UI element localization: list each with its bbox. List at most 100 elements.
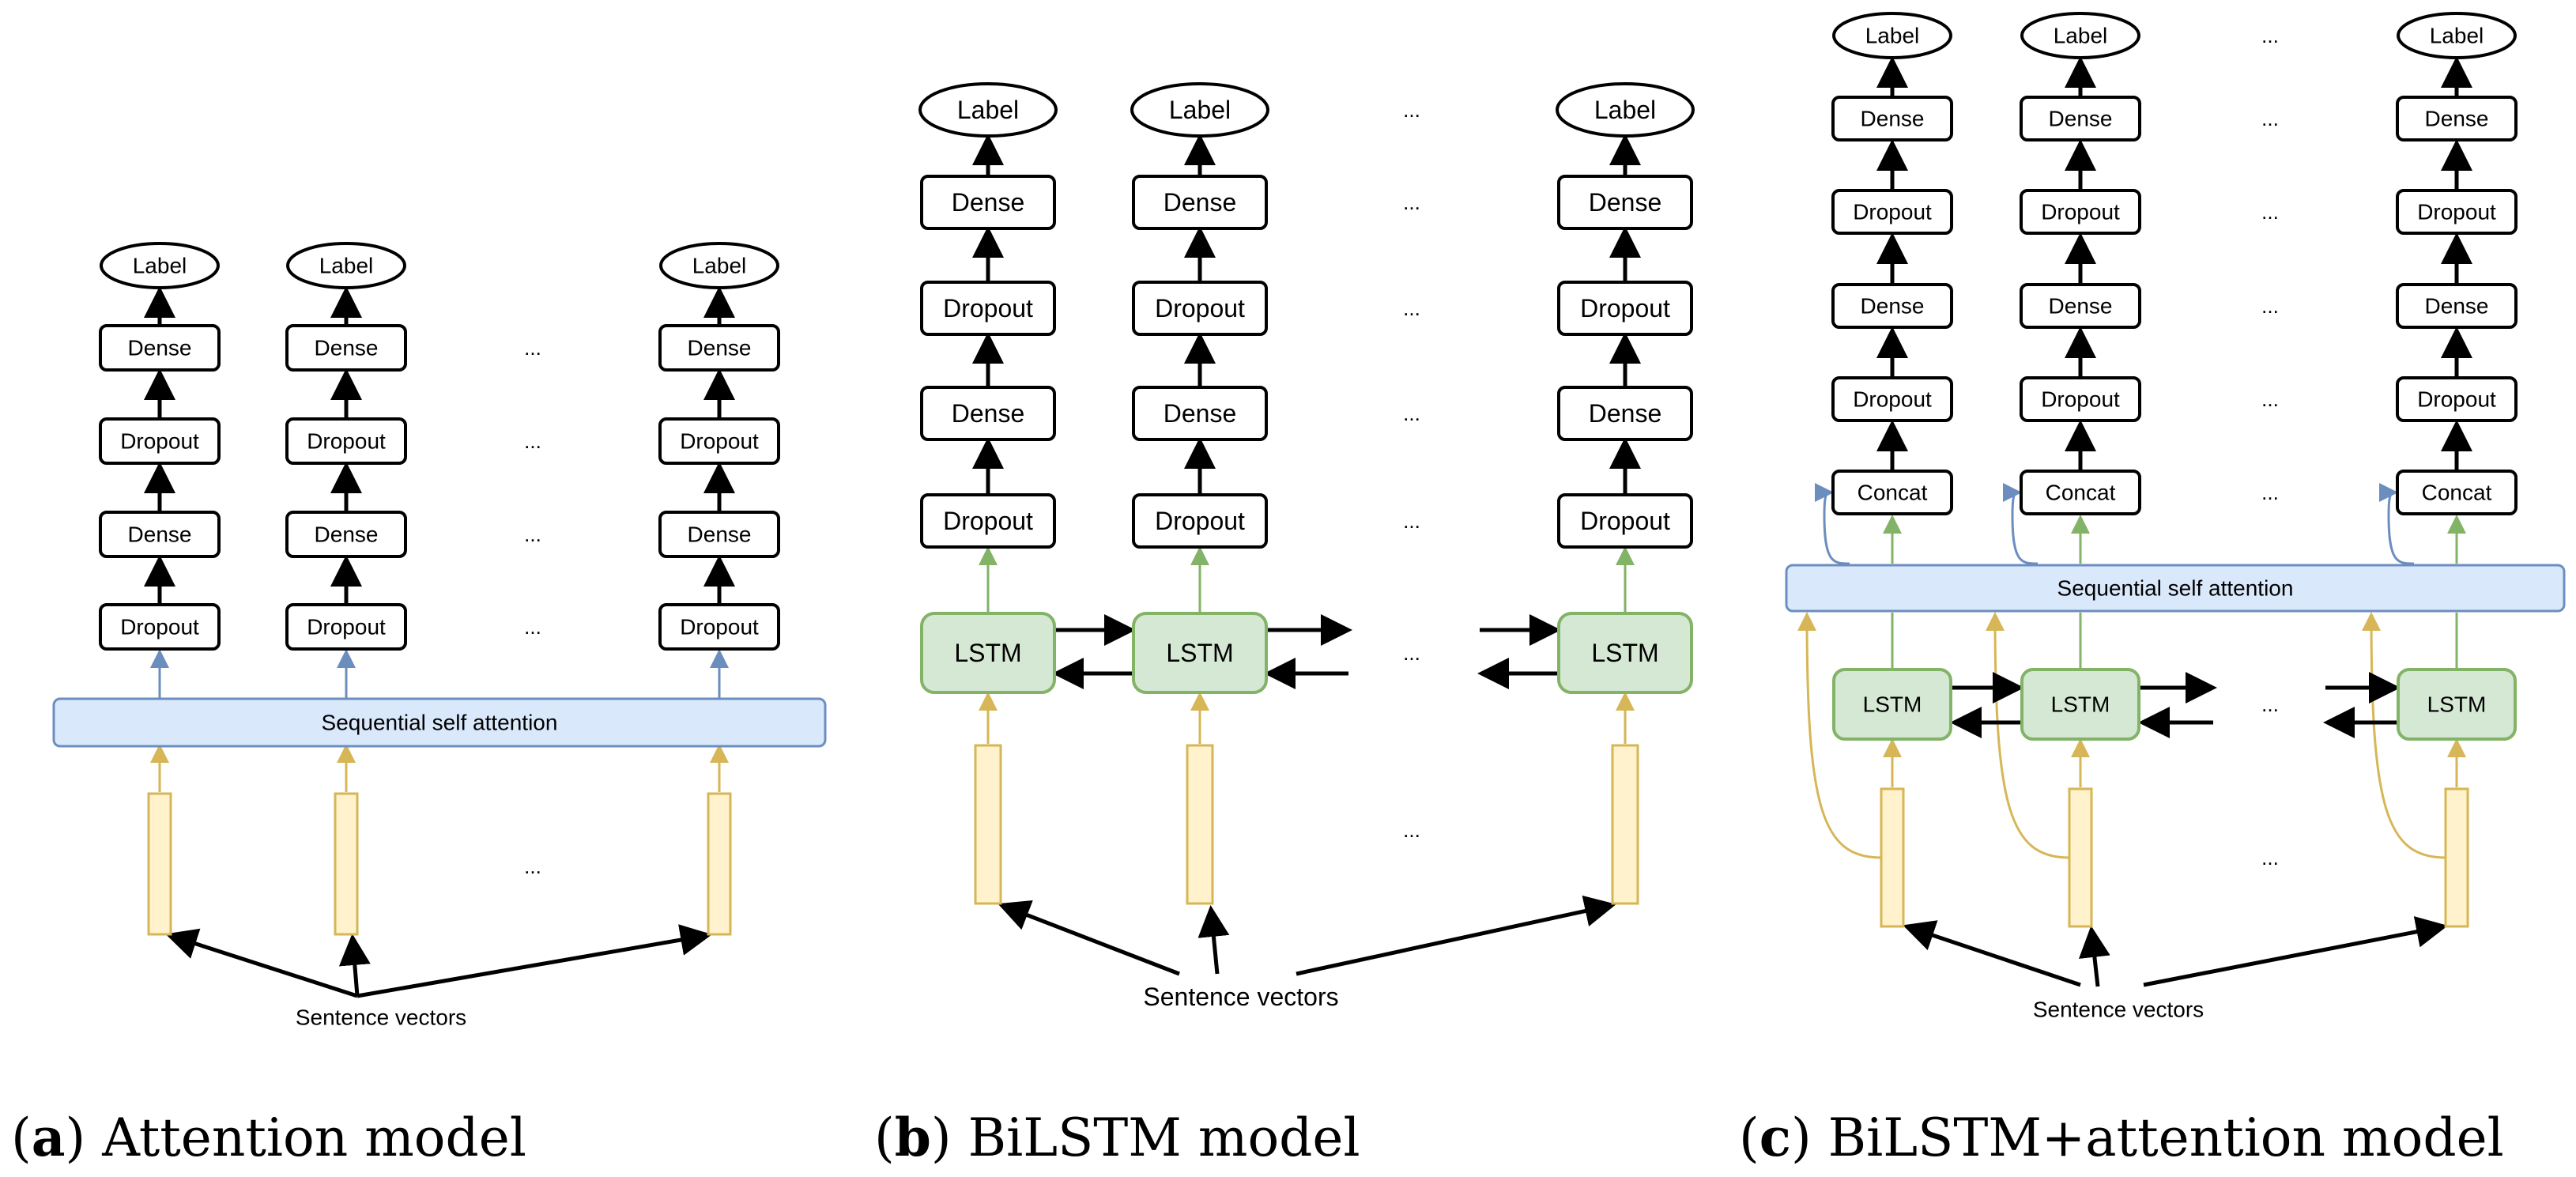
a-col3-dense-1-label: Dense — [688, 522, 752, 547]
c-col1-label-node — [1832, 12, 1952, 59]
c-col2-dropout-3 — [2020, 189, 2141, 235]
a-ellipsis-2: ... — [524, 522, 541, 546]
c-col3-dropout-1-label: Dropout — [2417, 387, 2496, 412]
c-sv-arrow-3 — [2143, 916, 2448, 987]
c-col3-concat-0 — [2396, 470, 2518, 515]
b-col2-dropout-0 — [1132, 493, 1268, 549]
c-col1-attn-skip-arrow — [1814, 483, 1850, 565]
c-col2-lstm-label: LSTM — [2051, 692, 2110, 717]
node-layer — [52, 12, 2566, 936]
a-col3-dropout-2-label: Dropout — [680, 429, 759, 454]
a-col3-label-node-label: Label — [692, 254, 747, 278]
b-col1-dense-1 — [920, 386, 1056, 441]
a-col3-dense-3 — [658, 324, 780, 372]
c-col1-lstm — [1832, 668, 1952, 741]
c-col2-dropout-1 — [2020, 376, 2141, 422]
a-sequential-self-attention — [52, 697, 827, 748]
a-col3-dense-1 — [658, 511, 780, 558]
a-col1-dense-3-label: Dense — [128, 336, 192, 360]
connector-layer — [144, 56, 2472, 998]
a-col3-sentence-vector — [707, 792, 732, 936]
label-layer: LabelDropoutDenseDropoutDenseLabelDropou… — [11, 24, 2504, 1169]
c-ellipsis-2: ... — [2261, 200, 2279, 224]
b-col3-dense-1-label: Dense — [1589, 399, 1662, 428]
b-col3-label-node — [1556, 82, 1695, 138]
b-sv-arrow-1 — [998, 900, 1180, 976]
a-sentence-vectors-label: Sentence vectors — [296, 1005, 466, 1030]
c-col3-dropout-3-label: Dropout — [2417, 200, 2496, 224]
c-col3-concat-0-label: Concat — [2422, 481, 2492, 505]
b-sv-arrow-3 — [1296, 895, 1616, 976]
caption-a-text: Attention model — [85, 1107, 526, 1168]
b-ellipsis-3: ... — [1403, 402, 1420, 425]
b-col1-dropout-0 — [920, 493, 1056, 549]
c-col2-dense-2 — [2020, 283, 2141, 329]
c-col1-dense-2-label: Dense — [1861, 294, 1925, 319]
a-sv-arrow-2 — [338, 934, 371, 997]
b-col3-lstm — [1557, 612, 1693, 694]
b-col3-dropout-0 — [1557, 493, 1693, 549]
b-col2-dense-1-label: Dense — [1164, 399, 1237, 428]
c-col2-lstm — [2020, 668, 2140, 741]
a-col1-dense-3 — [99, 324, 221, 372]
b-sentence-vectors-label: Sentence vectors — [1143, 983, 1338, 1011]
b-col1-lstm — [920, 612, 1056, 694]
b-col2-sentence-vector — [1186, 744, 1214, 905]
b-sv-arrow-2 — [1197, 905, 1230, 975]
c-col2-label-node-label: Label — [2054, 24, 2108, 48]
c-col2-dense-2-label: Dense — [2049, 294, 2113, 319]
c-sv-arrow-2 — [2078, 926, 2110, 987]
c-col3-label-node-label: Label — [2430, 24, 2484, 48]
b-col1-dropout-2-label: Dropout — [943, 294, 1033, 323]
a-ellipsis-1: ... — [524, 429, 541, 453]
caption-a: (a) Attention model — [11, 1107, 526, 1168]
a-col2-dense-1 — [285, 511, 407, 558]
a-col3-dropout-0-label: Dropout — [680, 615, 759, 639]
c-col1-dropout-3-label: Dropout — [1853, 200, 1932, 224]
a-col2-dropout-2-label: Dropout — [307, 429, 386, 454]
c-col2-dense-4 — [2020, 96, 2141, 141]
b-col3-dropout-0-label: Dropout — [1580, 507, 1670, 535]
c-col1-dropout-1-label: Dropout — [1853, 387, 1932, 412]
c-col3-lstm — [2397, 668, 2517, 741]
b-col1-dropout-0-label: Dropout — [943, 507, 1033, 535]
a-col2-label-node-label: Label — [319, 254, 374, 278]
b-col1-dropout-2 — [920, 281, 1056, 336]
caption-c-open: ( — [1739, 1107, 1759, 1168]
c-col1-lstm-label: LSTM — [1863, 692, 1922, 717]
c-attention-label: Sequential self attention — [2057, 576, 2294, 601]
c-ellipsis-5: ... — [2261, 481, 2279, 504]
b-col1-label-node — [918, 82, 1058, 138]
b-col1-lstm-label: LSTM — [954, 639, 1021, 667]
caption-a-close: ) — [66, 1107, 86, 1168]
b-ellipsis-2: ... — [1403, 296, 1420, 320]
c-col2-dropout-1-label: Dropout — [2041, 387, 2120, 412]
b-col2-label-node — [1130, 82, 1269, 138]
c-col1-dense-2 — [1831, 283, 1953, 329]
c-col3-dense-2-label: Dense — [2425, 294, 2489, 319]
c-ellipsis-0: ... — [2261, 24, 2279, 47]
c-col1-concat-0 — [1831, 470, 1953, 515]
c-col1-vector-skip-arrow — [1797, 612, 1882, 859]
c-ellipsis-vec: ... — [2261, 846, 2279, 870]
b-ellipsis-vec: ... — [1403, 818, 1420, 842]
a-col3-dense-3-label: Dense — [688, 336, 752, 360]
a-ellipsis-vec: ... — [524, 854, 541, 878]
b-col2-lstm — [1132, 612, 1268, 694]
c-ellipsis-3: ... — [2261, 294, 2279, 318]
caption-b-open: ( — [874, 1107, 895, 1168]
c-col3-dropout-3 — [2396, 189, 2518, 235]
b-col2-dropout-0-label: Dropout — [1155, 507, 1245, 535]
caption-c-letter: c — [1759, 1107, 1791, 1168]
c-col2-concat-0 — [2020, 470, 2141, 515]
a-col2-dropout-2 — [285, 417, 407, 465]
b-col3-sentence-vector — [1611, 744, 1639, 905]
b-ellipsis-0: ... — [1403, 98, 1420, 122]
b-col2-label-node-label: Label — [1169, 96, 1231, 124]
c-col3-label-node — [2397, 12, 2517, 59]
c-col3-attn-skip-arrow — [2378, 483, 2415, 565]
a-ellipsis-3: ... — [524, 615, 541, 639]
caption-c-text: BiLSTM+attention model — [1812, 1107, 2504, 1168]
